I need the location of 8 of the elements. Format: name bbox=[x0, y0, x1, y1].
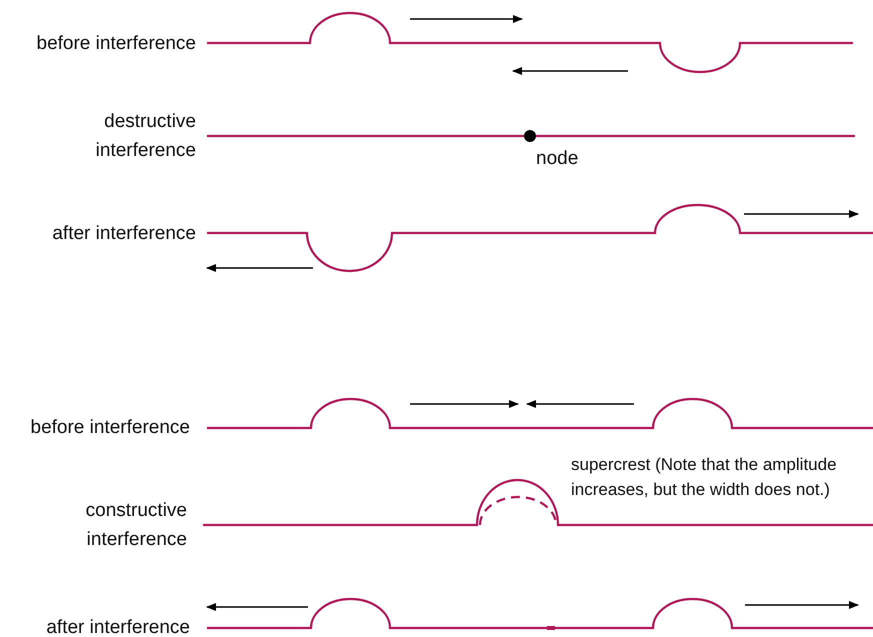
row-label: before interference bbox=[30, 416, 190, 440]
row-label: after interference bbox=[45, 616, 190, 637]
node-label: node bbox=[536, 147, 580, 171]
row-label: destructive interference bbox=[94, 110, 196, 163]
row-label: after interference bbox=[51, 222, 196, 246]
row-label: before interference bbox=[36, 32, 196, 56]
note-text: supercrest (Note that the amplitude increases, but the width does not.) bbox=[571, 454, 838, 501]
row-label: constructive interference bbox=[84, 499, 187, 552]
